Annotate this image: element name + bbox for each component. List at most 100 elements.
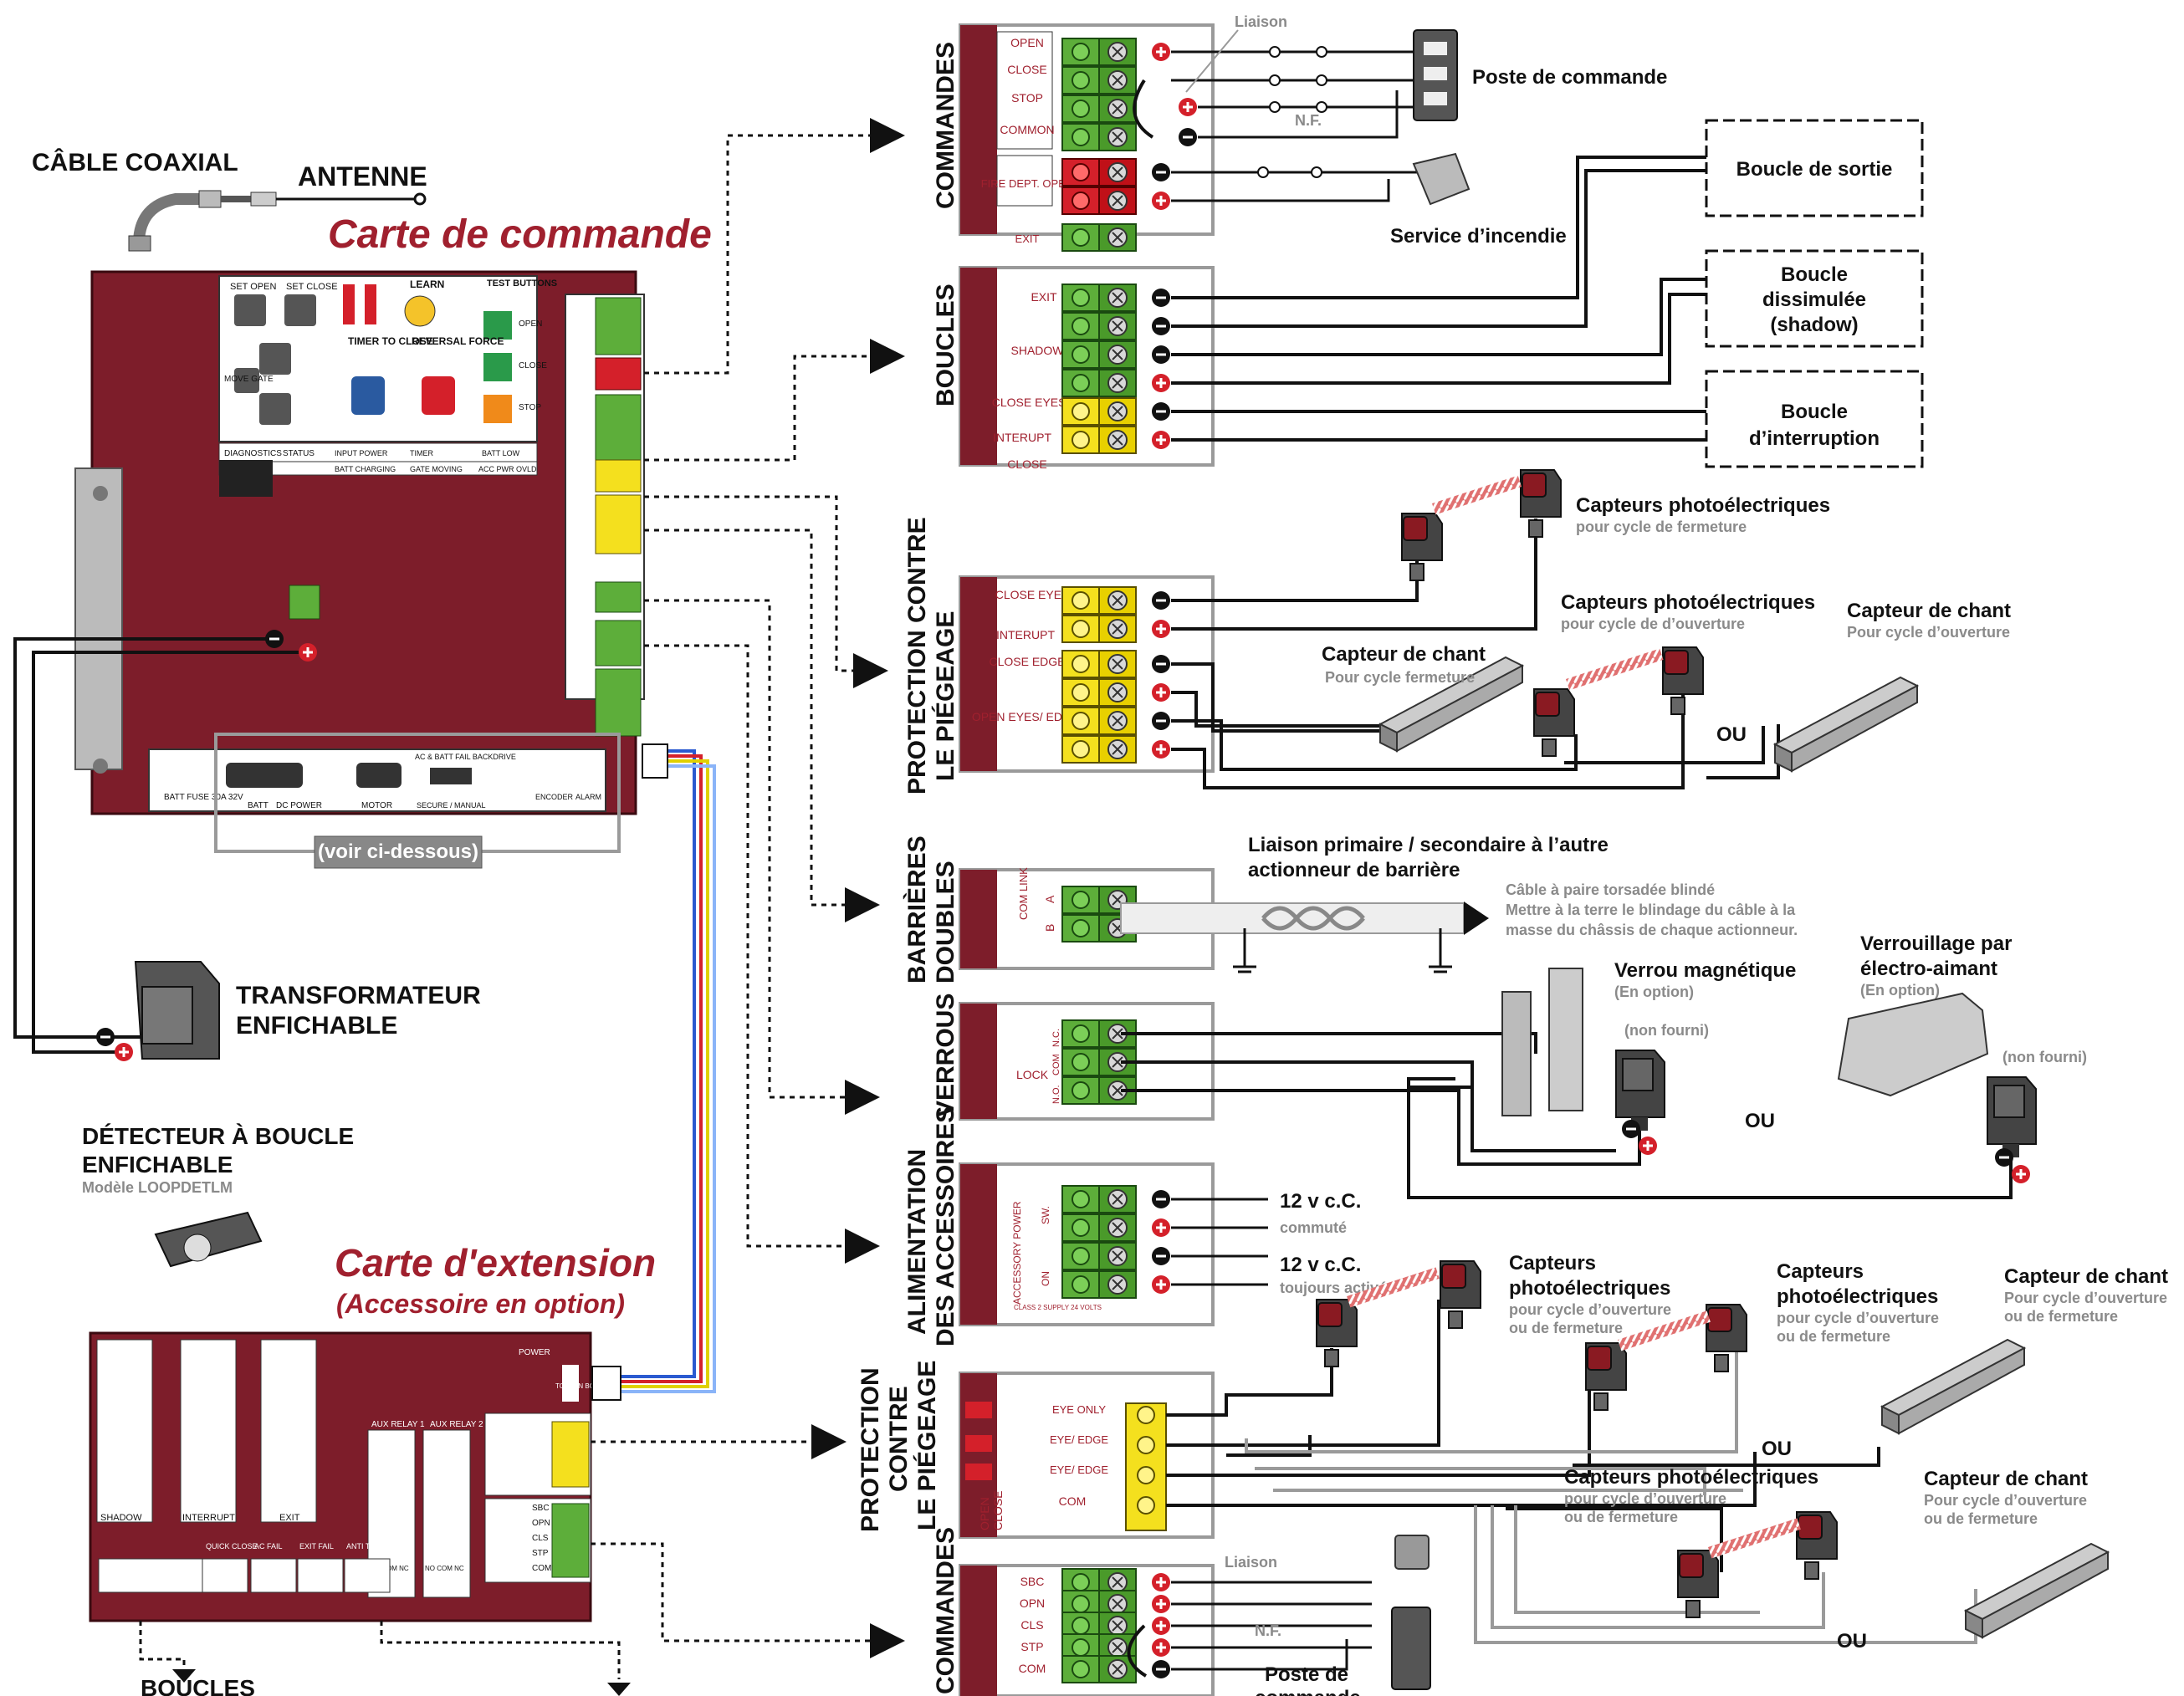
magnetic-lock: Verrou magnétique (En option) (non fourn…	[1501, 959, 1796, 1157]
protection-panel: CLOSE EYES/ INTERUPT CLOSE EDGE OPEN EYE…	[903, 517, 1215, 794]
verrous-wiring	[1121, 1032, 2013, 1199]
coax-label: CÂBLE COAXIAL	[32, 148, 238, 176]
test-stop-button[interactable]	[483, 395, 512, 423]
svg-text:Pour cycle d’ouverture: Pour cycle d’ouverture	[1847, 624, 2010, 641]
svg-text:SW.: SW.	[1040, 1206, 1051, 1224]
ribbon-cable	[616, 749, 716, 1393]
svg-text:CLOSE EYES /: CLOSE EYES /	[992, 396, 1073, 409]
set-close-button[interactable]	[284, 294, 316, 326]
svg-text:STP: STP	[532, 1549, 549, 1558]
svg-text:dissimulée: dissimulée	[1762, 289, 1866, 311]
svg-text:ou de fermeture: ou de fermeture	[1509, 1320, 1623, 1336]
edge-sensor-set1: Capteur de chant Pour cycle d’ouverture …	[1762, 1265, 2168, 1460]
svg-text:actionneur de barrière: actionneur de barrière	[1248, 859, 1460, 881]
svg-text:masse du châssis de chaque act: masse du châssis de chaque actionneur.	[1506, 922, 1798, 938]
svg-text:ENFICHABLE: ENFICHABLE	[82, 1152, 233, 1177]
svg-text:ANTI TAIL: ANTI TAIL	[346, 1542, 381, 1550]
svg-text:photoélectriques: photoélectriques	[1777, 1285, 1938, 1308]
svg-text:AUX RELAY 1: AUX RELAY 1	[371, 1420, 425, 1429]
svg-text:COMMON: COMMON	[1000, 123, 1054, 136]
svg-text:TO MAIN BOARD: TO MAIN BOARD	[555, 1382, 609, 1390]
svg-text:(En option): (En option)	[1614, 983, 1694, 1000]
set-open-button[interactable]	[234, 294, 266, 326]
svg-text:Liaison: Liaison	[1225, 1554, 1277, 1571]
svg-text:pour cycle de fermeture: pour cycle de fermeture	[1576, 519, 1747, 535]
section-barrieres-line2: DOUBLES	[932, 861, 959, 983]
test-close-button[interactable]	[483, 353, 512, 381]
svg-text:ou de fermeture: ou de fermeture	[2004, 1308, 2118, 1325]
svg-text:ou de fermeture: ou de fermeture	[1777, 1328, 1890, 1345]
svg-text:Verrouillage par: Verrouillage par	[1860, 932, 2012, 955]
section-alim-line2: DES ACCESSOIRES	[932, 1106, 959, 1346]
set-open-label: SET OPEN	[230, 282, 276, 292]
svg-text:B: B	[1043, 924, 1056, 932]
control-station: Poste de commande	[1413, 29, 1667, 121]
svg-text:INTERRUPT: INTERRUPT	[182, 1513, 235, 1523]
svg-text:SHADOW: SHADOW	[100, 1513, 142, 1523]
see-below-label: (voir ci-dessous)	[318, 840, 478, 863]
svg-text:OPN: OPN	[1020, 1596, 1045, 1610]
svg-text:Capteur de chant: Capteur de chant	[1924, 1468, 2088, 1490]
svg-text:Capteurs: Capteurs	[1509, 1252, 1596, 1275]
timer-dial[interactable]	[351, 376, 385, 415]
svg-text:AUX RELAY 2: AUX RELAY 2	[430, 1420, 483, 1429]
svg-text:pour cycle d’ouverture: pour cycle d’ouverture	[1777, 1310, 1939, 1326]
svg-text:commuté: commuté	[1280, 1219, 1347, 1236]
svg-text:Capteurs photoélectriques: Capteurs photoélectriques	[1561, 591, 1815, 614]
svg-text:Capteur de chant: Capteur de chant	[2004, 1265, 2168, 1288]
svg-text:INTERUPT: INTERUPT	[996, 628, 1055, 641]
svg-text:COM: COM	[1051, 1054, 1061, 1075]
commandes-wiring	[1133, 50, 1422, 202]
svg-text:Capteurs: Capteurs	[1777, 1260, 1864, 1283]
svg-text:POWER: POWER	[519, 1348, 550, 1357]
svg-text:SHADOW: SHADOW	[1011, 344, 1065, 357]
commandes2-panel: SBC OPN CLS STP COM COMMANDES	[932, 1527, 1215, 1696]
svg-text:photoélectriques: photoélectriques	[1509, 1277, 1670, 1300]
reversal-label: REVERSAL FORCE	[412, 335, 504, 347]
svg-text:Boucle: Boucle	[1781, 263, 1848, 286]
section-protection2-line2: CONTRE	[885, 1386, 913, 1492]
svg-text:12 v c.C.: 12 v c.C.	[1280, 1254, 1361, 1276]
svg-text:OPEN EYES/ EDGE: OPEN EYES/ EDGE	[972, 710, 1079, 723]
main-board-title: Carte de commande	[328, 212, 712, 257]
svg-text:(non fourni): (non fourni)	[1624, 1022, 1709, 1039]
move-gate-up[interactable]	[259, 343, 291, 375]
photo-sensors-set3: Capteurs photoélectriques pour cycle d’o…	[1564, 1466, 1838, 1618]
set-close-label: SET CLOSE	[286, 282, 338, 292]
svg-text:CLOSE: CLOSE	[991, 1491, 1005, 1530]
timer-label: TIMER TO CLOSE	[348, 335, 433, 347]
photo-sensors-close: Capteurs photoélectriques pour cycle de …	[1401, 469, 1830, 581]
loop-detector: DÉTECTEUR À BOUCLE ENFICHABLE Modèle LOO…	[82, 1123, 354, 1268]
svg-text:OU: OU	[1716, 723, 1747, 746]
svg-text:BATT CHARGING: BATT CHARGING	[335, 465, 396, 473]
move-gate-down[interactable]	[259, 393, 291, 425]
section-protection2-line3: LE PIÉGEAGE	[913, 1361, 941, 1530]
svg-text:Boucle: Boucle	[1781, 401, 1848, 423]
test-open-button[interactable]	[483, 311, 512, 340]
svg-text:DC POWER: DC POWER	[276, 801, 322, 810]
svg-text:ou de fermeture: ou de fermeture	[1564, 1509, 1678, 1525]
svg-text:QUICK CLOSE: QUICK CLOSE	[206, 1542, 258, 1550]
secure-manual-switch[interactable]	[430, 768, 472, 784]
svg-text:BATT: BATT	[248, 801, 269, 810]
alim-panel: ACCESSORY POWER SW. ON CLASS 2 SUPPLY 24…	[903, 1106, 1215, 1346]
svg-text:Service d’incendie: Service d’incendie	[1390, 225, 1567, 248]
commandes-panel: OPEN CLOSE STOP COMMON FIRE DEPT. OPEN E…	[932, 23, 1215, 252]
svg-text:pour cycle de d’ouverture: pour cycle de d’ouverture	[1561, 616, 1745, 632]
test-buttons-label: TEST BUTTONS	[487, 278, 557, 289]
svg-text:MOTOR: MOTOR	[361, 801, 392, 810]
svg-text:LOCK: LOCK	[1016, 1068, 1049, 1081]
svg-text:STP: STP	[1020, 1640, 1043, 1653]
move-gate-left[interactable]	[234, 368, 259, 393]
transformer: TRANSFORMATEUR ENFICHABLE	[134, 961, 481, 1060]
svg-text:ENCODER: ENCODER	[535, 793, 574, 801]
reversal-dial[interactable]	[422, 376, 455, 415]
learn-label: LEARN	[410, 278, 444, 290]
svg-text:commande: commande	[1255, 1687, 1361, 1696]
svg-text:CLS: CLS	[532, 1534, 549, 1543]
learn-button[interactable]	[404, 295, 436, 327]
svg-text:ou de fermeture: ou de fermeture	[1924, 1510, 2038, 1527]
section-protection2-line1: PROTECTION	[857, 1367, 884, 1532]
svg-text:Modèle LOOPDETLM: Modèle LOOPDETLM	[82, 1179, 233, 1196]
svg-text:INTERUPT: INTERUPT	[993, 431, 1051, 444]
